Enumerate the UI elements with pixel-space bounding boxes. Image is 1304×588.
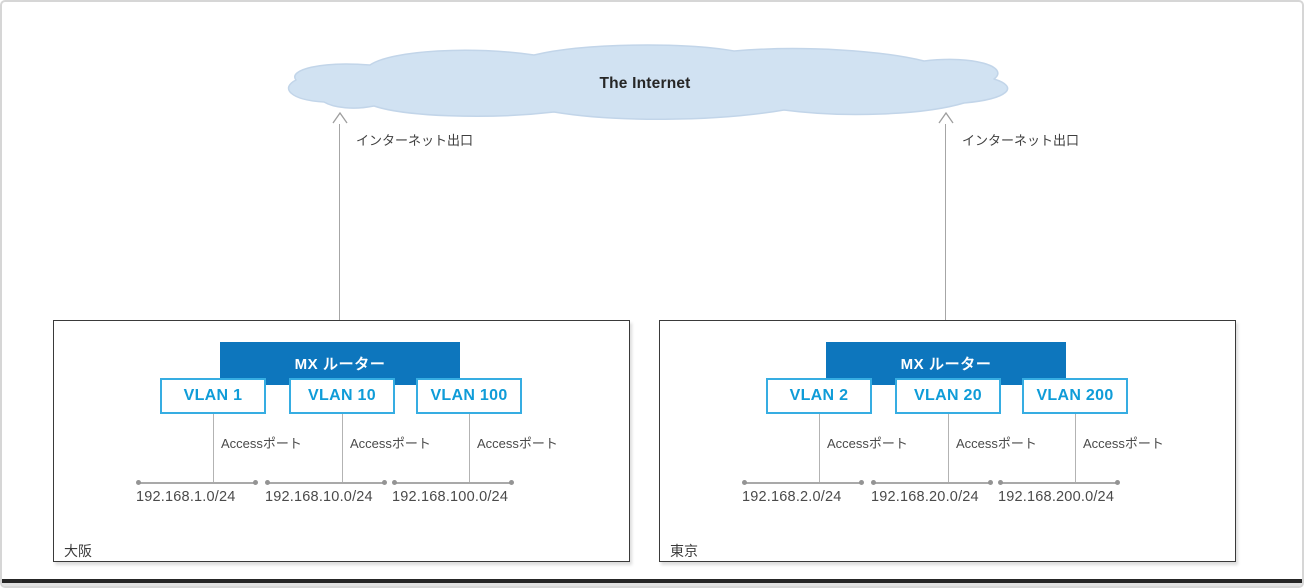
access-port-label: Accessポート — [350, 436, 431, 451]
subnet-label: 192.168.1.0/24 — [136, 489, 236, 505]
subnet-label: 192.168.20.0/24 — [871, 489, 979, 505]
access-port-line — [342, 414, 343, 483]
mx-router-box: MX ルーター — [220, 342, 460, 385]
access-port-line — [213, 414, 214, 483]
site-box-tokyo: MX ルーター VLAN 2 VLAN 20 VLAN 200 Accessポー… — [659, 320, 1236, 562]
subnet-label: 192.168.100.0/24 — [392, 489, 509, 505]
lan-bus-line — [742, 480, 864, 485]
vlan-box: VLAN 200 — [1022, 378, 1128, 414]
uplink-label: インターネット出口 — [962, 133, 1080, 148]
access-port-line — [469, 414, 470, 483]
access-port-line — [948, 414, 949, 483]
lan-bus-line — [265, 480, 387, 485]
access-port-label: Accessポート — [221, 436, 302, 451]
vlan-box: VLAN 2 — [766, 378, 872, 414]
lan-bus-line — [871, 480, 993, 485]
vlan-box: VLAN 100 — [416, 378, 522, 414]
access-port-label: Accessポート — [956, 436, 1037, 451]
site-name: 大阪 — [64, 543, 92, 559]
access-port-label: Accessポート — [1083, 436, 1164, 451]
up-arrow-icon — [938, 112, 954, 124]
access-port-label: Accessポート — [477, 436, 558, 451]
uplink-label: インターネット出口 — [356, 133, 474, 148]
uplink-line — [339, 124, 340, 341]
uplink-line — [945, 124, 946, 341]
access-port-line — [819, 414, 820, 483]
lan-bus-line — [998, 480, 1120, 485]
site-name: 東京 — [670, 543, 698, 559]
access-port-line — [1075, 414, 1076, 483]
bottom-edge-strip — [2, 583, 1302, 586]
site-box-osaka: MX ルーター VLAN 1 VLAN 10 VLAN 100 Accessポー… — [53, 320, 630, 562]
internet-cloud-icon — [287, 44, 1009, 120]
internet-label: The Internet — [599, 75, 691, 92]
vlan-box: VLAN 20 — [895, 378, 1001, 414]
up-arrow-icon — [332, 112, 348, 124]
lan-bus-line — [136, 480, 258, 485]
subnet-label: 192.168.10.0/24 — [265, 489, 373, 505]
vlan-box: VLAN 1 — [160, 378, 266, 414]
access-port-label: Accessポート — [827, 436, 908, 451]
mx-router-box: MX ルーター — [826, 342, 1066, 385]
subnet-label: 192.168.200.0/24 — [998, 489, 1115, 505]
vlan-box: VLAN 10 — [289, 378, 395, 414]
subnet-label: 192.168.2.0/24 — [742, 489, 842, 505]
bottom-edge-bar — [2, 579, 1302, 583]
lan-bus-line — [392, 480, 514, 485]
